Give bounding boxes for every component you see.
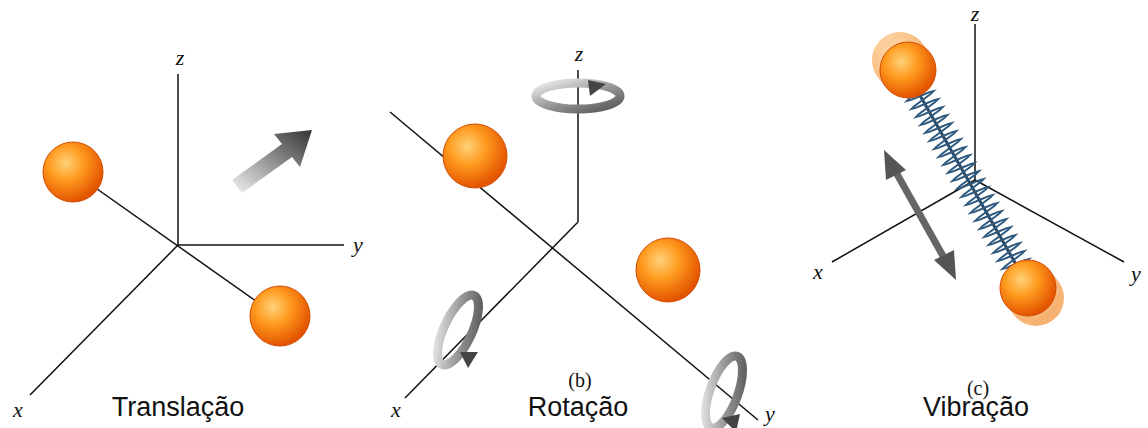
atom [43, 142, 103, 202]
molecule-bond [73, 172, 280, 318]
axis-label: x [13, 398, 23, 422]
arrowhead [588, 80, 606, 96]
axis-label: x [813, 260, 823, 284]
rotation-arrows [429, 80, 750, 428]
rotation-panel [390, 70, 758, 420]
z-axis [577, 70, 579, 222]
panel-letter: (b) [568, 369, 591, 391]
axis-label: z [575, 42, 584, 66]
atom [443, 124, 507, 188]
vibration-panel [832, 24, 1124, 262]
vibration-arrow [884, 150, 956, 280]
atom [880, 42, 936, 98]
panel-caption: Rotação [528, 393, 629, 423]
atom [250, 286, 310, 346]
z-axis [177, 74, 179, 245]
axis-label: y [353, 233, 363, 257]
axis-label: y [1131, 262, 1141, 286]
x-axis [30, 245, 178, 395]
rotation-ring [536, 83, 620, 109]
molecule-axis [390, 112, 758, 420]
atom [636, 238, 700, 302]
arrowhead [460, 352, 478, 368]
axis-label: x [391, 398, 401, 422]
spring-coil [907, 91, 1029, 269]
panel-caption: Vibração [923, 393, 1029, 423]
translation-arrow [232, 130, 312, 193]
y-axis [178, 244, 344, 246]
rotation-ring [429, 290, 486, 371]
z-axis [974, 24, 976, 180]
panel-caption: Translação [112, 393, 245, 423]
spring [907, 75, 1029, 286]
axis-label: z [971, 2, 980, 26]
rotation-ring [698, 352, 750, 428]
atom [1000, 260, 1056, 316]
arrowhead [722, 414, 740, 428]
axis-label: y [765, 402, 775, 426]
translation-panel [30, 74, 344, 395]
axis-label: z [176, 46, 185, 70]
